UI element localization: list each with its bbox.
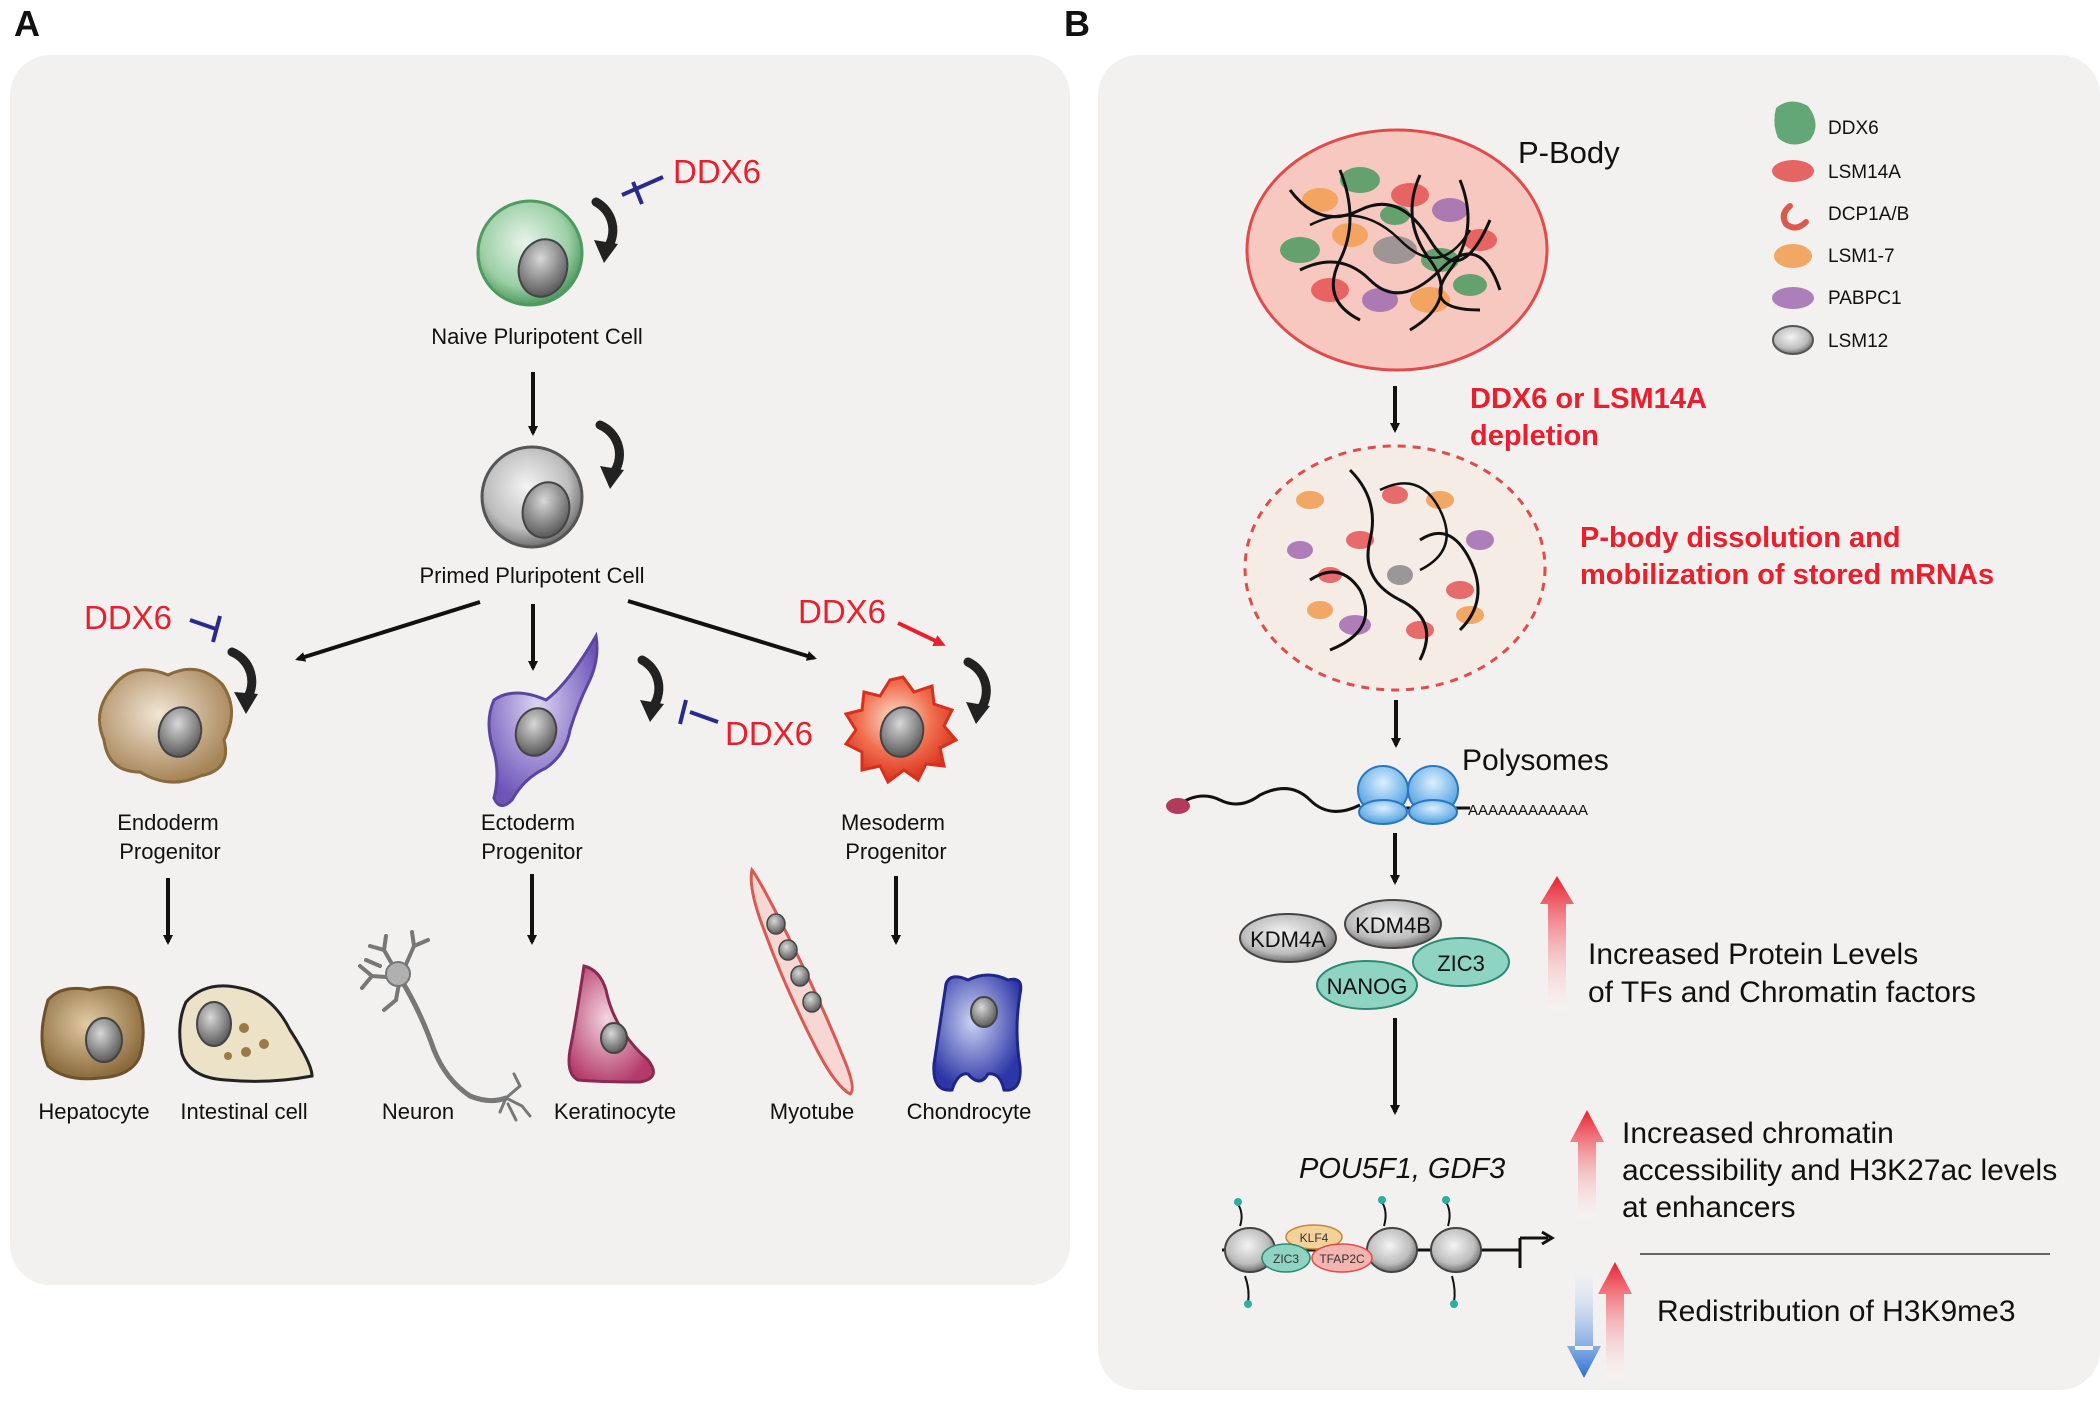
protein-kdm4a-label: KDM4A: [1250, 927, 1326, 952]
mesoderm-label-line1: Mesoderm: [841, 810, 945, 835]
depletion-label-line1: DDX6 or LSM14A: [1470, 383, 1707, 415]
protein-kdm4a: KDM4A: [1239, 913, 1337, 963]
legend-label-lsm14a: LSM14A: [1828, 162, 1901, 183]
dissolution-label-line1: P-body dissolution and: [1580, 522, 1901, 554]
endoderm-label-line1: Endoderm: [117, 810, 219, 835]
redistribution-label: Redistribution of H3K9me3: [1657, 1295, 2016, 1328]
p-body-label: P-Body: [1518, 135, 1620, 170]
chondrocyte-cell: [932, 973, 1023, 1092]
legend-label-ddx6: DDX6: [1828, 118, 1879, 139]
inhibition-bar-ectoderm: [678, 699, 688, 725]
dissolution-label-line2: mobilization of stored mRNAs: [1580, 559, 1994, 591]
legend-item-ddx6: DDX6: [1774, 101, 1879, 145]
up-arrow-h3k9me3: [1598, 1262, 1632, 1378]
neuron-cell: [358, 930, 532, 1122]
myotube-cell: [749, 866, 854, 1096]
endoderm-label-line2: Progenitor: [119, 839, 221, 864]
increased-protein-line1: Increased Protein Levels: [1588, 938, 1918, 971]
legend-item-lsm14a: LSM14A: [1772, 160, 1901, 183]
mesoderm-cell: [843, 675, 959, 785]
self-renewal-arrow-mesoderm: [963, 657, 991, 715]
arrow-to-endoderm: [295, 600, 481, 662]
naive-cell-label: Naive Pluripotent Cell: [431, 324, 643, 349]
polysomes: [1166, 765, 1470, 825]
self-renewal-arrowhead-naive: [594, 240, 618, 263]
protein-zic3: ZIC3: [1412, 937, 1510, 987]
panel-b-label: B: [1064, 3, 1090, 44]
ddx6-label-ectoderm: DDX6: [725, 715, 813, 752]
legend-item-dcp1ab: DCP1A/B: [1780, 203, 1909, 231]
accessibility-line3: at enhancers: [1622, 1191, 1795, 1224]
accessibility-line1: Increased chromatin: [1622, 1117, 1894, 1150]
polysomes-label: Polysomes: [1462, 744, 1609, 777]
inhibition-bar-naive: [631, 181, 644, 205]
keratinocyte-cell: [567, 964, 655, 1084]
legend-label-dcp1ab: DCP1A/B: [1828, 204, 1909, 225]
protein-kdm4b: KDM4B: [1344, 899, 1442, 949]
chondrocyte-label: Chondrocyte: [907, 1099, 1032, 1124]
panel-a-label: A: [14, 3, 40, 44]
ectoderm-label-line2: Progenitor: [481, 839, 583, 864]
ddx6-label-mesoderm: DDX6: [798, 593, 886, 630]
inhibition-line-endoderm: [189, 618, 217, 631]
myotube-label: Myotube: [770, 1099, 854, 1124]
panel-b-background: [1098, 55, 2100, 1390]
polya-tail-label: AAAAAAAAAAAA: [1468, 802, 1588, 819]
self-renewal-arrowhead-mesoderm: [966, 702, 990, 724]
ddx6-label-naive: DDX6: [673, 153, 761, 190]
depletion-label-line2: depletion: [1470, 420, 1599, 452]
down-arrow-h3k9me3: [1567, 1270, 1601, 1378]
chromatin: KLF4 ZIC3 TFAP2C: [1222, 1196, 1555, 1308]
chromatin-factor-tfap2c: TFAP2C: [1319, 1252, 1365, 1266]
legend-item-lsm12: LSM12: [1772, 325, 1888, 355]
legend-item-pabpc1: PABPC1: [1772, 287, 1902, 309]
mesoderm-label-line2: Progenitor: [845, 839, 947, 864]
up-arrow-chromatin: [1570, 1110, 1604, 1218]
chromatin-factor-zic3: ZIC3: [1273, 1252, 1299, 1266]
legend-label-lsm17: LSM1-7: [1828, 246, 1895, 267]
primed-cell-label: Primed Pluripotent Cell: [420, 563, 645, 588]
protein-kdm4b-label: KDM4B: [1355, 913, 1431, 938]
legend-item-lsm17: LSM1-7: [1774, 244, 1895, 268]
self-renewal-arrowhead-primed: [600, 466, 624, 489]
endoderm-cell: [98, 667, 233, 784]
legend-label-lsm12: LSM12: [1828, 331, 1888, 352]
ectoderm-label-line1: Ectoderm: [481, 810, 575, 835]
up-arrow-protein: [1540, 876, 1574, 1010]
accessibility-line2: accessibility and H3K27ac levels: [1622, 1154, 2057, 1187]
target-genes-label: POU5F1, GDF3: [1299, 1153, 1505, 1185]
ddx6-label-endoderm: DDX6: [84, 599, 172, 636]
naive-cell: [476, 199, 584, 307]
self-renewal-arrowhead-endoderm: [234, 692, 258, 714]
p-body-contents: [1280, 167, 1502, 332]
protein-nanog: NANOG: [1316, 960, 1418, 1010]
increased-protein-line2: of TFs and Chromatin factors: [1588, 976, 1976, 1009]
legend-label-pabpc1: PABPC1: [1828, 288, 1902, 309]
intestinal-cell-label: Intestinal cell: [180, 1099, 307, 1124]
self-renewal-arrowhead-ectoderm: [640, 700, 664, 722]
legend: DDX6 LSM14A DCP1A/B LSM1-7 PABPC1 LSM12: [1772, 101, 1909, 355]
hepatocyte-cell: [40, 985, 145, 1081]
protein-zic3-label: ZIC3: [1437, 951, 1485, 976]
intestinal-cell: [178, 984, 314, 1083]
neuron-label: Neuron: [382, 1099, 454, 1124]
chromatin-factor-klf4: KLF4: [1300, 1231, 1329, 1245]
inhibition-line-ectoderm: [689, 710, 719, 724]
primed-cell: [480, 445, 584, 549]
keratinocyte-label: Keratinocyte: [554, 1099, 676, 1124]
hepatocyte-label: Hepatocyte: [38, 1099, 149, 1124]
ectoderm-cell: [487, 631, 599, 807]
inhibition-bar-endoderm: [211, 615, 222, 643]
inhibition-line-naive: [621, 175, 664, 197]
protein-nanog-label: NANOG: [1327, 974, 1408, 999]
activation-arrow-mesoderm: [897, 621, 946, 646]
dissolved-contents: [1287, 468, 1494, 661]
arrow-to-mesoderm: [627, 599, 817, 661]
